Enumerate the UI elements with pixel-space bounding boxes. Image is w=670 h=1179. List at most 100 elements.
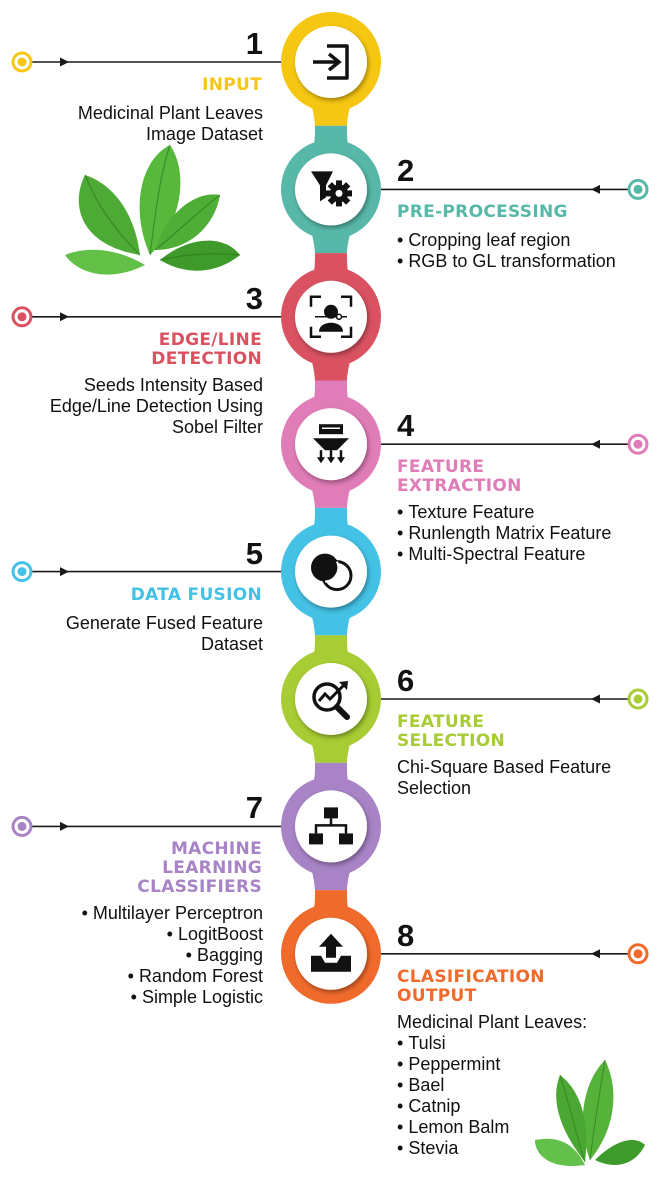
step-node-1 bbox=[281, 12, 381, 112]
connector-lines bbox=[11, 51, 649, 965]
bullet-item: Peppermint bbox=[397, 1054, 587, 1075]
bullet-item: Multi-Spectral Feature bbox=[397, 544, 611, 565]
magnifier-chart-icon bbox=[312, 681, 350, 720]
description-line: Sobel Filter bbox=[171, 416, 263, 437]
arrowhead bbox=[591, 184, 600, 194]
step-node-3 bbox=[281, 266, 381, 367]
step-description-7: Multilayer PerceptronLogitBoostBaggingRa… bbox=[82, 903, 263, 1008]
step-node-5 bbox=[281, 521, 381, 622]
step-title-line: FEATURE bbox=[397, 712, 485, 732]
arrowhead bbox=[60, 57, 69, 67]
bullet-item: Multilayer Perceptron bbox=[82, 903, 263, 924]
bullet-item: LogitBoost bbox=[82, 924, 263, 945]
bullet-list: TulsiPeppermintBaelCatnipLemon BalmStevi… bbox=[397, 1033, 587, 1159]
step-title-line: FEATURE bbox=[397, 457, 485, 478]
step-number-8: 8 bbox=[397, 917, 415, 953]
bullet-item: Tulsi bbox=[397, 1033, 587, 1054]
step-title-line: DATA FUSION bbox=[130, 584, 262, 605]
connector-step-7 bbox=[11, 815, 281, 837]
filter-gear-icon bbox=[311, 171, 352, 207]
connector-step-3 bbox=[11, 306, 281, 328]
arrowhead bbox=[591, 439, 600, 449]
description-line: Selection bbox=[397, 778, 472, 798]
connector-step-2 bbox=[381, 178, 649, 200]
arrowhead bbox=[60, 821, 69, 831]
step-number-4: 4 bbox=[397, 408, 415, 444]
step-number-5: 5 bbox=[245, 535, 263, 571]
bullet-item: Simple Logistic bbox=[82, 987, 263, 1008]
connector-step-5 bbox=[11, 561, 281, 583]
step-title-line: EXTRACTION bbox=[397, 476, 522, 497]
mint-leaves-top-image bbox=[65, 144, 241, 275]
description-line: Dataset bbox=[200, 633, 263, 654]
arrowhead bbox=[591, 694, 600, 704]
description-line: Medicinal Plant Leaves: bbox=[397, 1011, 588, 1032]
step-number-3: 3 bbox=[245, 280, 263, 316]
step-number-1: 1 bbox=[245, 26, 263, 61]
bullet-item: RGB to GL transformation bbox=[397, 251, 615, 272]
bullet-item: Lemon Balm bbox=[397, 1117, 587, 1138]
overlap-circles-icon bbox=[311, 553, 353, 592]
bullet-list: Texture FeatureRunlength Matrix FeatureM… bbox=[397, 502, 611, 565]
bullet-item: Bael bbox=[397, 1075, 587, 1096]
step-title-line: INPUT bbox=[202, 75, 262, 95]
step-nodes bbox=[281, 12, 381, 1004]
step-number-6: 6 bbox=[397, 663, 415, 698]
connector-step-1 bbox=[11, 51, 281, 73]
step-title-line: CLASSIFIERS bbox=[137, 877, 262, 898]
hierarchy-icon bbox=[309, 807, 353, 845]
bullet-item: Bagging bbox=[82, 945, 263, 966]
step-title-line: MACHINE bbox=[170, 839, 262, 860]
arrowhead bbox=[60, 567, 69, 577]
arrowhead bbox=[60, 312, 69, 322]
step-node-6 bbox=[281, 649, 381, 749]
step-node-8 bbox=[281, 903, 381, 1004]
connector-step-6 bbox=[381, 688, 649, 710]
step-title-line: SELECTION bbox=[397, 731, 506, 751]
bullet-list: Multilayer PerceptronLogitBoostBaggingRa… bbox=[82, 903, 263, 1008]
description-line: Medicinal Plant Leaves bbox=[77, 103, 263, 123]
funnel-data-icon bbox=[313, 424, 349, 464]
step-title-5: DATA FUSION bbox=[130, 584, 262, 605]
face-scan-icon bbox=[309, 295, 353, 339]
input-icon bbox=[313, 44, 349, 80]
description-line: Chi-Square Based Feature bbox=[397, 757, 612, 777]
step-title-line: OUTPUT bbox=[397, 985, 477, 1006]
description-line: Generate Fused Feature bbox=[65, 612, 263, 633]
description-line: Edge/Line Detection Using bbox=[49, 395, 263, 416]
step-title-line: DETECTION bbox=[151, 348, 262, 369]
description-line: Seeds Intensity Based bbox=[83, 374, 263, 395]
step-node-4 bbox=[281, 394, 381, 495]
step-number-2: 2 bbox=[397, 153, 415, 189]
bullet-item: Texture Feature bbox=[397, 502, 611, 523]
step-node-7 bbox=[281, 776, 381, 877]
arrowhead bbox=[591, 949, 600, 959]
step-description-4: Texture FeatureRunlength Matrix FeatureM… bbox=[397, 502, 611, 565]
bullet-item: Stevia bbox=[397, 1138, 587, 1159]
bullet-item: Runlength Matrix Feature bbox=[397, 523, 611, 544]
bullet-item: Cropping leaf region bbox=[397, 230, 616, 251]
step-title-line: PRE-PROCESSING bbox=[397, 202, 568, 223]
bullet-item: Catnip bbox=[397, 1096, 587, 1117]
connector-step-8 bbox=[381, 943, 649, 965]
step-description-8: Medicinal Plant Leaves:TulsiPeppermintBa… bbox=[397, 1012, 587, 1159]
connector-step-4 bbox=[381, 433, 649, 455]
bullet-list: Cropping leaf regionRGB to GL transforma… bbox=[397, 230, 616, 272]
step-title-2: PRE-PROCESSING bbox=[397, 203, 568, 222]
step-node-2 bbox=[281, 139, 381, 240]
step-title-line: LEARNING bbox=[162, 858, 262, 879]
step-title-line: EDGE/LINE bbox=[158, 329, 262, 350]
bullet-item: Random Forest bbox=[82, 966, 263, 987]
description-line: Image Dataset bbox=[145, 124, 263, 144]
step-title-1: INPUT bbox=[202, 76, 262, 95]
step-number-7: 7 bbox=[245, 790, 263, 826]
